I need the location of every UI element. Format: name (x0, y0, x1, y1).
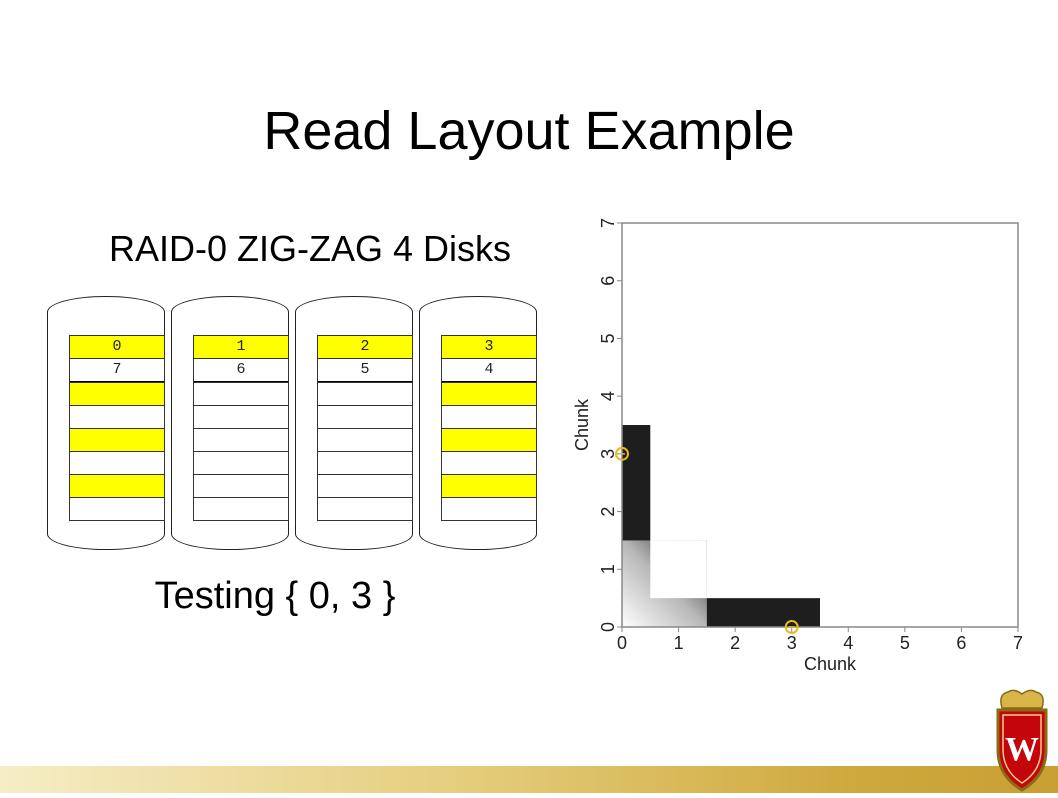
disk-block (317, 474, 413, 498)
y-tick-label: 3 (598, 449, 618, 459)
disk-block: 2 (317, 335, 413, 359)
disk-block (69, 382, 165, 406)
y-tick-label: 5 (598, 333, 618, 343)
disk-block (317, 428, 413, 452)
disk-block (69, 405, 165, 429)
disk-block: 5 (317, 358, 413, 383)
x-tick-label: 3 (787, 633, 797, 653)
disk-block: 0 (69, 335, 165, 359)
disk-block (317, 382, 413, 406)
x-tick-label: 5 (900, 633, 910, 653)
slide-title: Read Layout Example (263, 101, 795, 161)
plot-frame (621, 222, 1019, 628)
subtitle: RAID-0 ZIG-ZAG 4 Disks (108, 228, 512, 269)
disk-block (193, 382, 289, 406)
data-point-marker (615, 446, 629, 461)
y-tick-label: 7 (598, 218, 618, 228)
footer-bar (0, 766, 1058, 793)
disk-block (193, 428, 289, 452)
disk-block (317, 405, 413, 429)
disk-block (441, 497, 537, 521)
disk-block (441, 405, 537, 429)
testing-label: Testing { 0, 3 } (154, 575, 396, 617)
disk-block (69, 497, 165, 521)
x-tick-label: 1 (674, 633, 684, 653)
data-point-marker (784, 620, 799, 634)
disk-block (69, 428, 165, 452)
disk-block (193, 405, 289, 429)
crest-icon: W (996, 689, 1048, 792)
x-tick-label: 4 (843, 633, 853, 653)
y-axis-label: Chunk (572, 398, 592, 451)
x-tick-label: 6 (956, 633, 966, 653)
x-tick-label: 7 (1013, 633, 1023, 653)
y-tick-label: 1 (598, 564, 618, 574)
disk-block: 6 (193, 358, 289, 383)
disk-block: 1 (193, 335, 289, 359)
disk-block (317, 451, 413, 475)
disk-block (193, 497, 289, 521)
disk-block (441, 451, 537, 475)
disk-block: 7 (69, 358, 165, 383)
disk-block (441, 382, 537, 406)
disk-block (193, 474, 289, 498)
svg-text:W: W (1005, 731, 1039, 768)
y-tick-label: 2 (598, 507, 618, 517)
y-tick-label: 4 (598, 391, 618, 401)
disk-block: 4 (441, 358, 537, 383)
x-tick-label: 0 (617, 633, 627, 653)
x-tick-label: 2 (730, 633, 740, 653)
x-axis-label: Chunk (804, 654, 857, 674)
disk-block (69, 474, 165, 498)
y-tick-label: 6 (598, 276, 618, 286)
disk-block (441, 428, 537, 452)
disk-block: 3 (441, 335, 537, 359)
disk-block (193, 451, 289, 475)
y-tick-label: 0 (598, 622, 618, 632)
heatmap-blank (650, 540, 707, 599)
disk-block (69, 451, 165, 475)
disk-block (317, 497, 413, 521)
disk-block (441, 474, 537, 498)
uw-crest-logo: W (988, 686, 1056, 793)
